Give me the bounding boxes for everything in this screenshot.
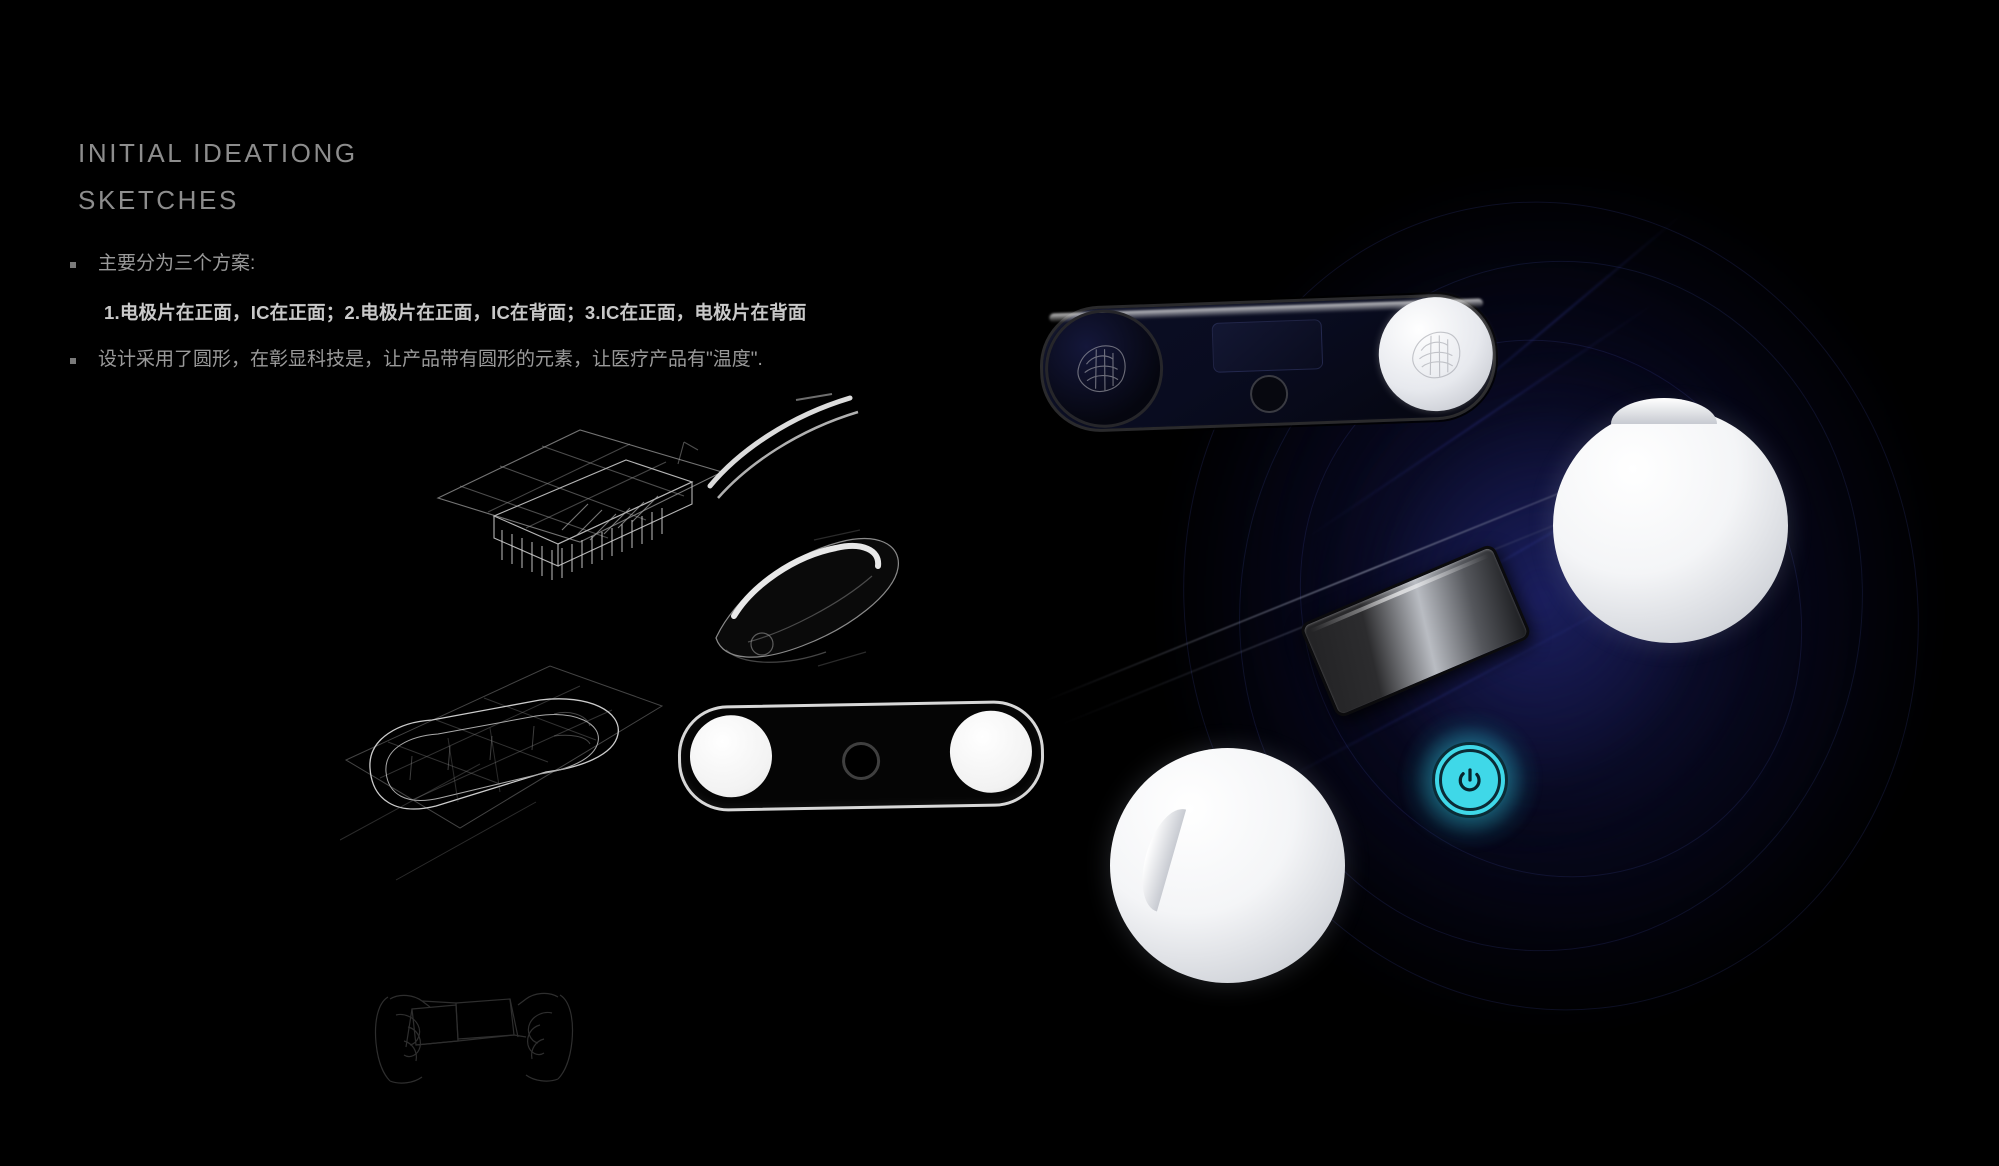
white-sphere-left bbox=[1110, 748, 1345, 983]
bullet-text-2: 设计采用了圆形，在彰显科技是，让产品带有圆形的元素，让医疗产品有"温度". bbox=[98, 349, 763, 370]
title-line-1: INITIAL IDEATIONG bbox=[78, 138, 358, 168]
hands-holding-device-sketch bbox=[360, 985, 590, 1100]
bullet-marker-icon bbox=[70, 262, 76, 268]
center-button[interactable] bbox=[841, 741, 881, 781]
perspective-grid-device-sketch bbox=[339, 660, 670, 905]
bullet-list: 主要分为三个方案: 1.电极片在正面，IC在正面；2.电极片在正面，IC在背面；… bbox=[70, 250, 970, 396]
power-icon bbox=[1458, 768, 1481, 792]
power-button-ring-inner bbox=[1439, 749, 1501, 811]
power-button[interactable] bbox=[1402, 712, 1538, 848]
pill-device-bottom bbox=[677, 699, 1045, 813]
title-line-2: SKETCHES bbox=[78, 185, 239, 215]
bullet-item-2: 设计采用了圆形，在彰显科技是，让产品带有圆形的元素，让医疗产品有"温度". bbox=[70, 346, 970, 374]
white-electrode-pad-right bbox=[949, 710, 1033, 794]
sphere-cap bbox=[1131, 802, 1187, 912]
pill-device-top bbox=[1037, 292, 1499, 434]
white-electrode-pad-left bbox=[689, 714, 773, 798]
electrode-texture-icon bbox=[1077, 345, 1126, 392]
center-button[interactable] bbox=[1249, 374, 1289, 414]
rect-display bbox=[1211, 319, 1324, 373]
bullet-item-1: 主要分为三个方案: bbox=[70, 250, 970, 278]
exploded-pcb-sketch bbox=[430, 420, 730, 615]
dark-electrode-pad bbox=[1043, 307, 1166, 430]
slide-title: INITIAL IDEATIONG SKETCHES bbox=[78, 130, 358, 224]
top-view-sketch bbox=[690, 520, 950, 705]
white-sphere-right bbox=[1553, 398, 1788, 643]
light-electrode-pad bbox=[1376, 295, 1495, 414]
bullet-text-1: 主要分为三个方案: bbox=[98, 253, 256, 274]
side-profile-sketch bbox=[700, 390, 880, 515]
bullet-marker-icon bbox=[70, 358, 76, 364]
bullet-subtext-1: 1.电极片在正面，IC在正面；2.电极片在正面，IC在背面；3.IC在正面，电极… bbox=[104, 302, 807, 323]
electrode-texture-icon bbox=[1412, 331, 1461, 379]
